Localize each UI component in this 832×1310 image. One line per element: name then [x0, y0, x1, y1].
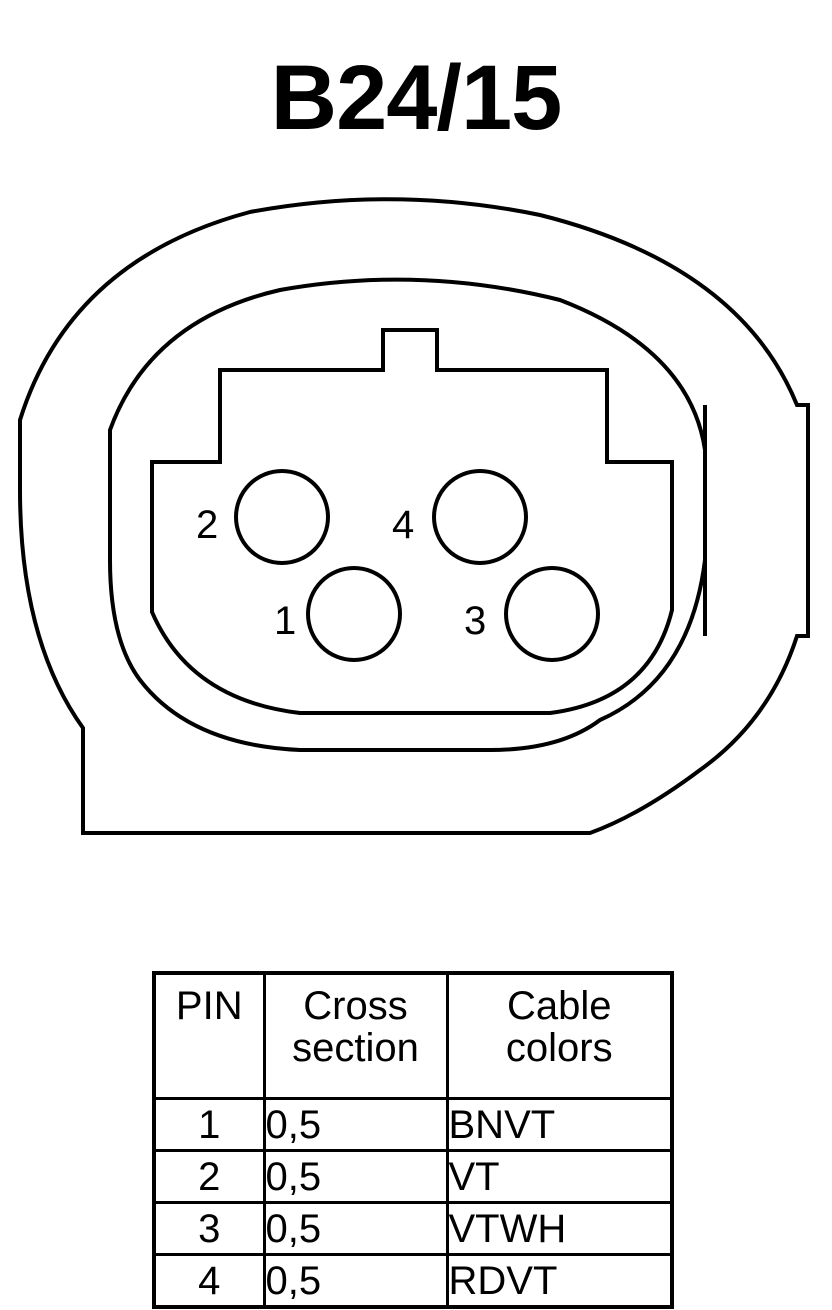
table-row: 3 0,5 VTWH: [152, 1201, 674, 1256]
cell-cross-section: 0,5: [262, 1253, 449, 1309]
connector-inner-housing: [108, 277, 707, 752]
cell-pin: 2: [152, 1149, 266, 1204]
cell-pin: 4: [152, 1253, 266, 1309]
table-row: 4 0,5 RDVT: [152, 1253, 674, 1309]
cell-cable-color: RDVT: [445, 1253, 674, 1309]
pin-table: PIN Cross section Cable colors 1 0,5 BNV…: [152, 971, 674, 1309]
cell-pin: 1: [152, 1097, 266, 1152]
connector-cavity: [150, 328, 674, 715]
pin-2-label: 2: [196, 503, 218, 547]
header-cable-colors: Cable colors: [445, 971, 674, 1100]
pin-4-contact: [432, 469, 528, 565]
connector-outer-housing: [18, 197, 810, 835]
table-row: 2 0,5 VT: [152, 1149, 674, 1204]
cell-cable-color: VTWH: [445, 1201, 674, 1256]
pin-table-header: PIN Cross section Cable colors: [152, 971, 674, 1100]
cell-cross-section: 0,5: [262, 1201, 449, 1256]
pin-3-contact: [504, 566, 600, 662]
cell-cable-color: VT: [445, 1149, 674, 1204]
cell-cross-section: 0,5: [262, 1149, 449, 1204]
cell-cross-section: 0,5: [262, 1097, 449, 1152]
header-pin: PIN: [152, 971, 266, 1100]
table-row: 1 0,5 BNVT: [152, 1097, 674, 1152]
cell-cable-color: BNVT: [445, 1097, 674, 1152]
cell-pin: 3: [152, 1201, 266, 1256]
pin-4-label: 4: [392, 503, 414, 547]
pin-2-contact: [234, 469, 330, 565]
pin-1-contact: [306, 566, 402, 662]
pin-1-label: 1: [274, 599, 296, 643]
connector-diagram: 2 4 1 3: [18, 197, 810, 835]
connector-title: B24/15: [270, 47, 563, 149]
header-cross-section: Cross section: [262, 971, 449, 1100]
pin-3-label: 3: [464, 599, 486, 643]
